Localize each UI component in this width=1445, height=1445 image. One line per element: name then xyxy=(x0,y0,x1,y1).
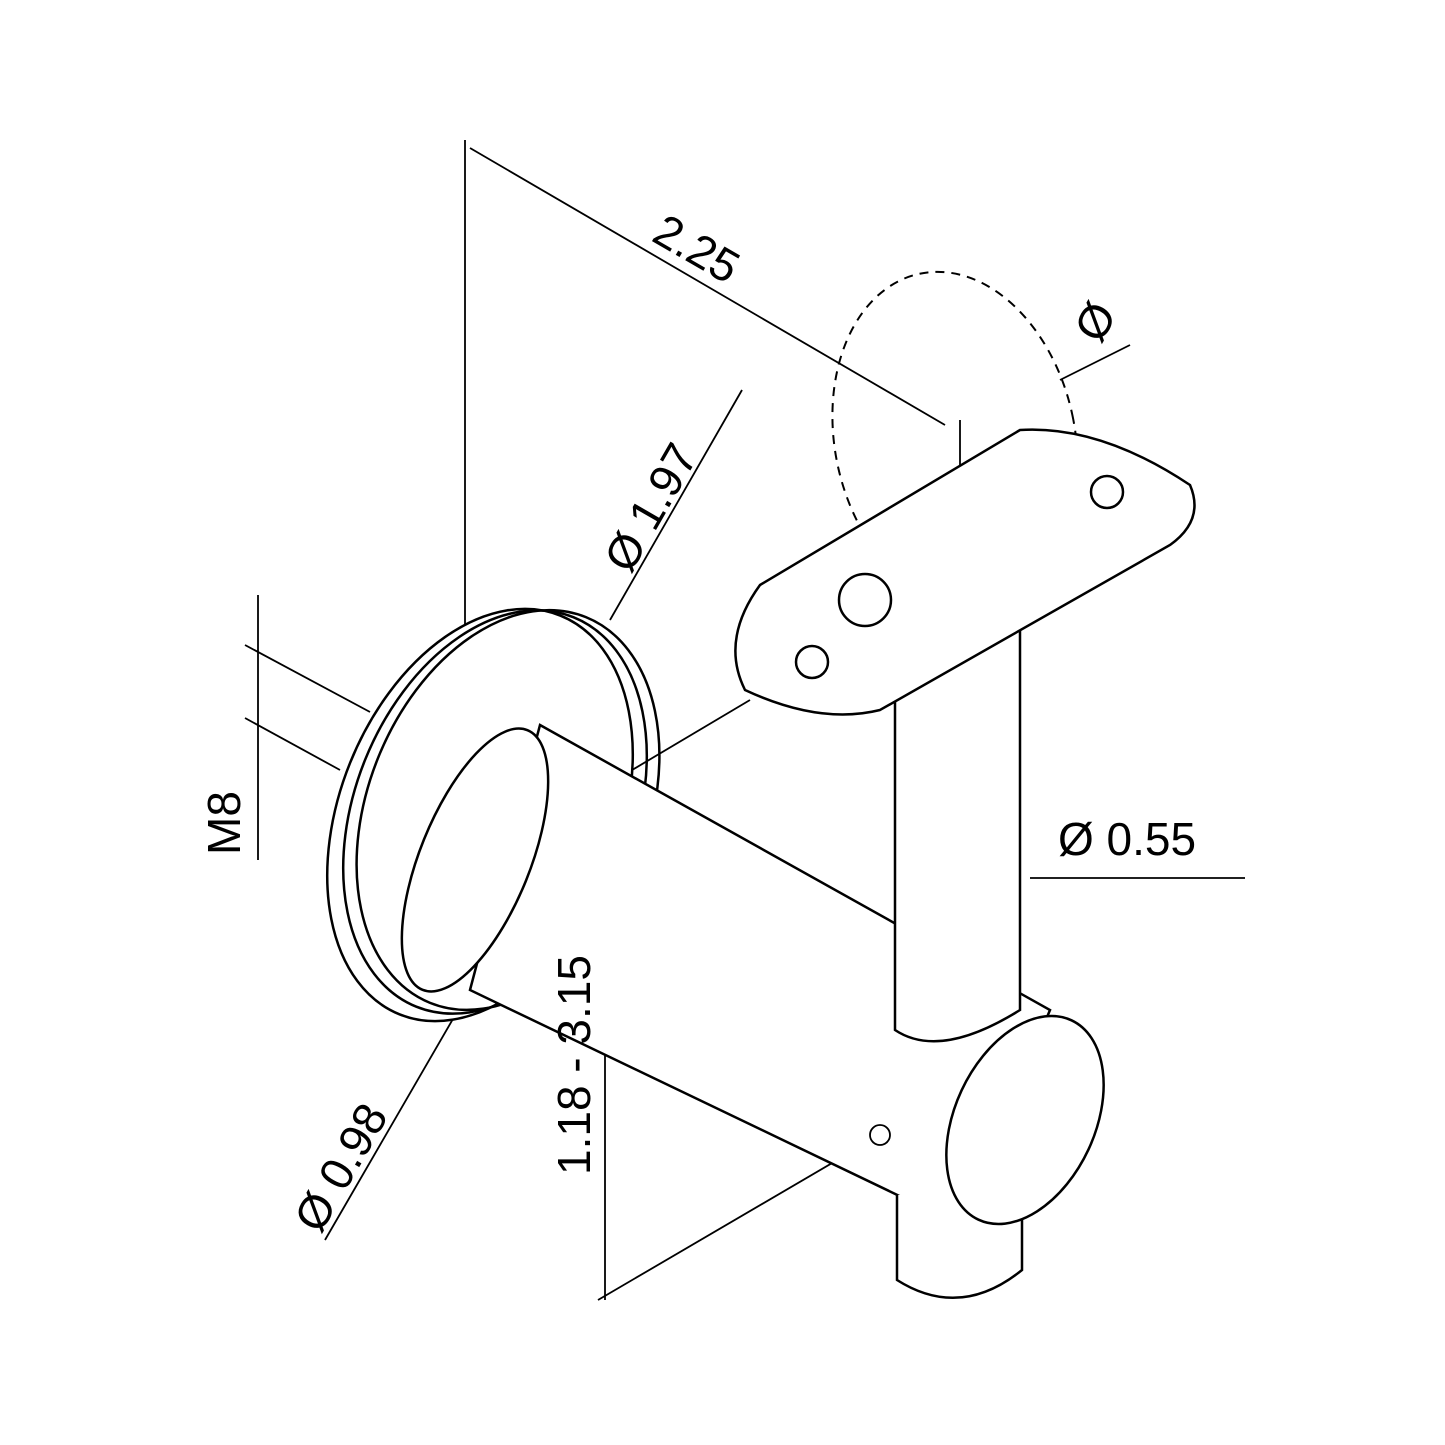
dim-post: Ø 0.55 xyxy=(1058,813,1196,865)
dimension-lines xyxy=(244,140,1245,1301)
dim-base-plate: Ø 1.97 xyxy=(594,434,708,580)
dim-handrail: Ø xyxy=(1064,293,1127,350)
dim-arm: Ø 0.98 xyxy=(284,1094,398,1240)
arm-end xyxy=(945,1014,1105,1226)
dim-thread: M8 xyxy=(198,791,250,855)
dim-height: 1.18 - 3.15 xyxy=(548,955,600,1175)
saddle-plate xyxy=(734,428,1196,716)
